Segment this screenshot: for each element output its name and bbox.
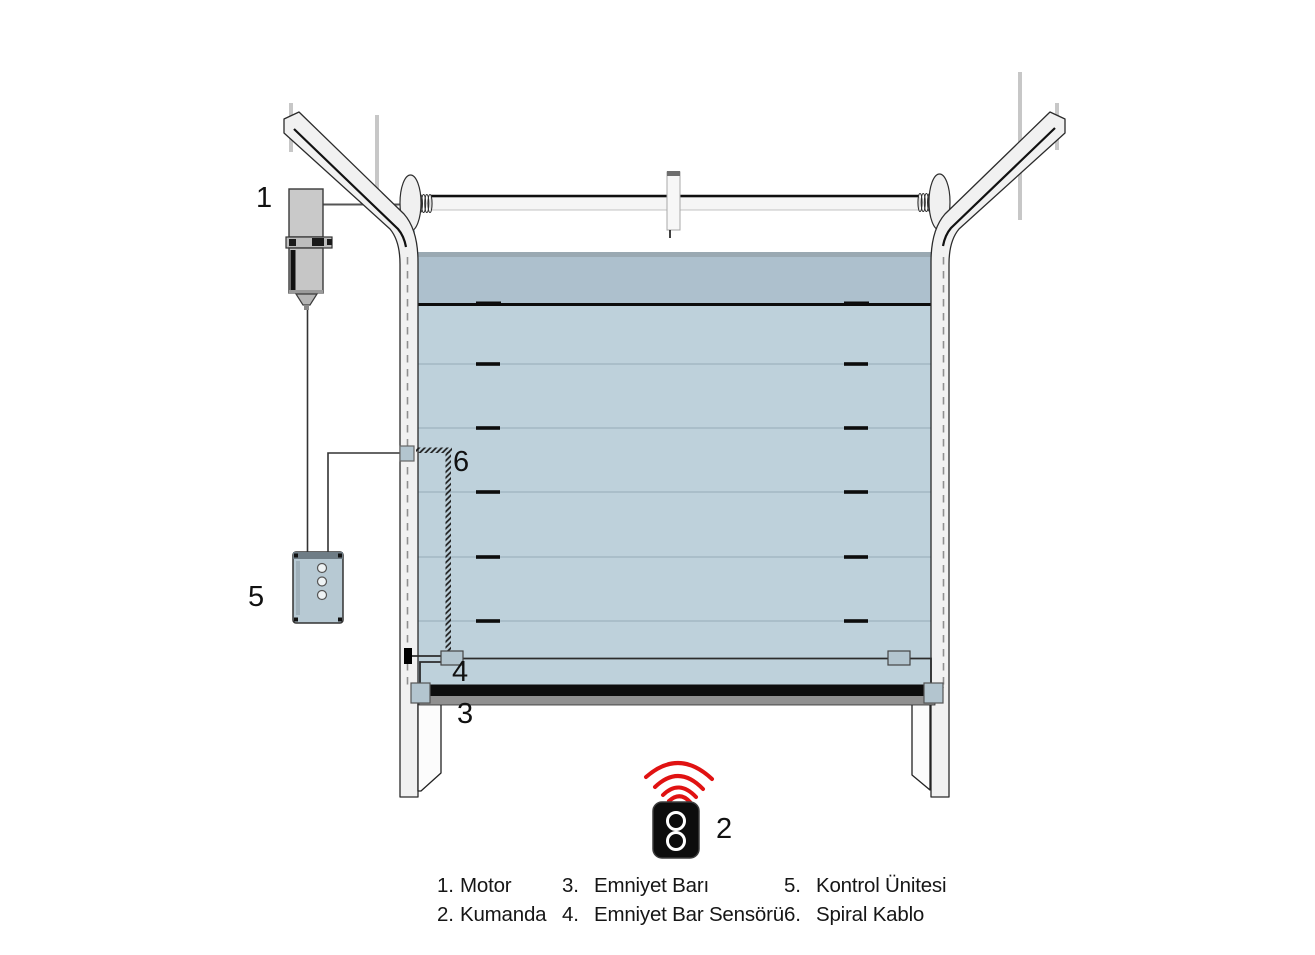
legend-item-number: 3. [562, 874, 579, 897]
part-label-spiral-kablo: 6 [453, 446, 469, 478]
legend-item-label: Emniyet Bar Sensörü [594, 903, 784, 926]
legend-item-label: Kontrol Ünitesi [816, 874, 947, 897]
part-label-motor: 1 [256, 182, 272, 214]
legend-item-label: Spiral Kablo [816, 903, 925, 926]
legend-item: 6. Spiral Kablo [784, 903, 946, 932]
legend-column: 1. Motor 2. Kumanda [437, 874, 547, 932]
frame-junction-box [399, 445, 415, 462]
legend-item-number: 5. [784, 874, 801, 897]
panel-hinge-marks [476, 301, 869, 623]
legend-item-number: 2. [437, 903, 454, 926]
legend-column: 3. Emniyet Barı 4. Emniyet Bar Sensörü [562, 874, 784, 932]
safety-bar-sensor-right [887, 650, 911, 666]
part-label-emniyet-bar-sensoru: 4 [452, 656, 468, 688]
control-wires [306, 310, 401, 552]
safety-bar [410, 682, 944, 706]
legend-item-label: Kumanda [460, 903, 547, 926]
door-panels [407, 228, 944, 686]
part-label-kumanda: 2 [716, 813, 732, 845]
track-guide-dashed-lines [406, 257, 945, 688]
legend-item-number: 4. [562, 903, 579, 926]
motor-unit [285, 188, 333, 310]
right-track [930, 111, 1066, 798]
legend-item: 1. Motor [437, 874, 546, 903]
control-unit [292, 551, 344, 624]
legend-column: 5. Kontrol Ünitesi 6. Spiral Kablo [784, 874, 947, 932]
legend-item: 4. Emniyet Bar Sensörü [562, 903, 784, 932]
legend-item-label: Motor [460, 874, 512, 897]
spiral-cable [416, 447, 452, 653]
safety-bar-sensor-left [440, 650, 464, 666]
legend-item: 2. Kumanda [437, 903, 547, 932]
remote-control [652, 801, 700, 859]
sensor-terminal-block [404, 648, 412, 664]
legend-item-number: 1. [437, 874, 454, 897]
sensor-wiring [412, 655, 932, 686]
part-label-kontrol-unitesi: 5 [248, 581, 264, 613]
legend-item: 5. Kontrol Ünitesi [784, 874, 947, 903]
part-label-emniyet-bari: 3 [457, 698, 473, 730]
legend-item-number: 6. [784, 903, 801, 926]
legend-item-label: Emniyet Barı [594, 874, 709, 897]
signal-waves-icon [644, 761, 714, 804]
left-track [283, 111, 419, 798]
legend-item: 3. Emniyet Barı [562, 874, 784, 903]
center-bracket [666, 171, 681, 238]
